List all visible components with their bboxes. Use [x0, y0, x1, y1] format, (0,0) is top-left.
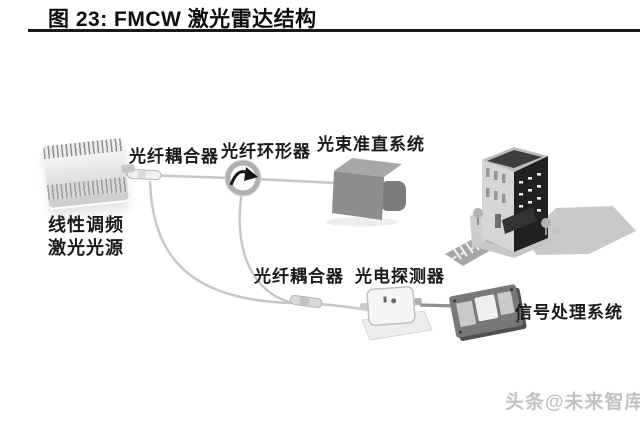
building-awning — [502, 207, 536, 234]
label-laser-line2: 激光光源 — [48, 238, 124, 258]
photodetector-device — [359, 286, 433, 341]
watermark: 头条@未来智库 — [505, 392, 640, 413]
label-fiber-coupler-bottom: 光纤耦合器 — [254, 267, 344, 286]
fiber-circulator-device — [224, 159, 262, 197]
collimator-top-face — [334, 158, 402, 177]
label-beam-collimation: 光束准直系统 — [317, 135, 425, 154]
building-windows-dark — [486, 168, 506, 228]
label-laser-line1: 线性调频 — [48, 215, 124, 235]
fiber-return-arm — [238, 190, 296, 305]
circulator-arrow-icon — [229, 167, 258, 186]
beam-collimator-device — [326, 158, 406, 227]
fiber-paths — [112, 172, 370, 312]
label-signal-processor: 信号处理系统 — [515, 303, 623, 322]
building-ground-shadow — [524, 206, 636, 255]
collimator-lens-barrel — [380, 181, 406, 211]
collimator-front-face — [332, 171, 384, 220]
label-fiber-coupler-top: 光纤耦合器 — [129, 147, 219, 166]
signal-processor-device — [449, 284, 527, 341]
laser-source-device — [42, 137, 136, 210]
figure-title: 图 23: FMCW 激光雷达结构 — [48, 8, 317, 31]
trees — [473, 208, 560, 235]
fiber-circulator-to-collimator — [254, 177, 338, 185]
building-roof — [487, 150, 542, 168]
fiber-coupler-top-device — [126, 168, 162, 181]
building-right-face — [514, 156, 548, 252]
label-photodetector: 光电探测器 — [355, 267, 445, 286]
fiber-coupler-bottom-device — [289, 294, 323, 309]
title-underline — [28, 29, 640, 32]
fiber-reference-arm — [148, 180, 294, 305]
label-fiber-circulator: 光纤环形器 — [221, 142, 311, 161]
label-laser-source: 线性调频 激光光源 — [48, 214, 124, 260]
target-building — [470, 147, 560, 258]
